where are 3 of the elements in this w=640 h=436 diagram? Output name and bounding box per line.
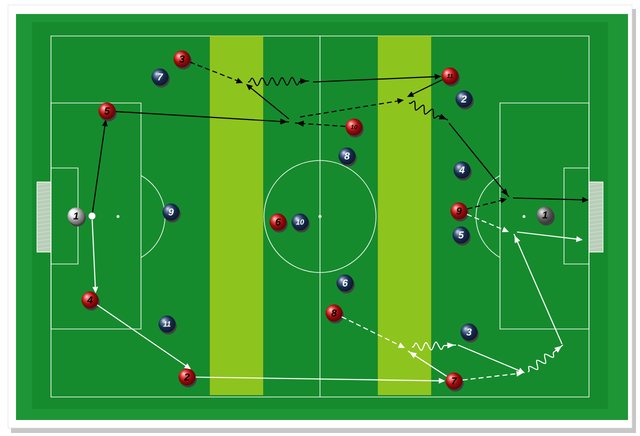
goal-net	[588, 182, 604, 252]
goal-net	[36, 182, 52, 252]
ball	[88, 212, 96, 220]
